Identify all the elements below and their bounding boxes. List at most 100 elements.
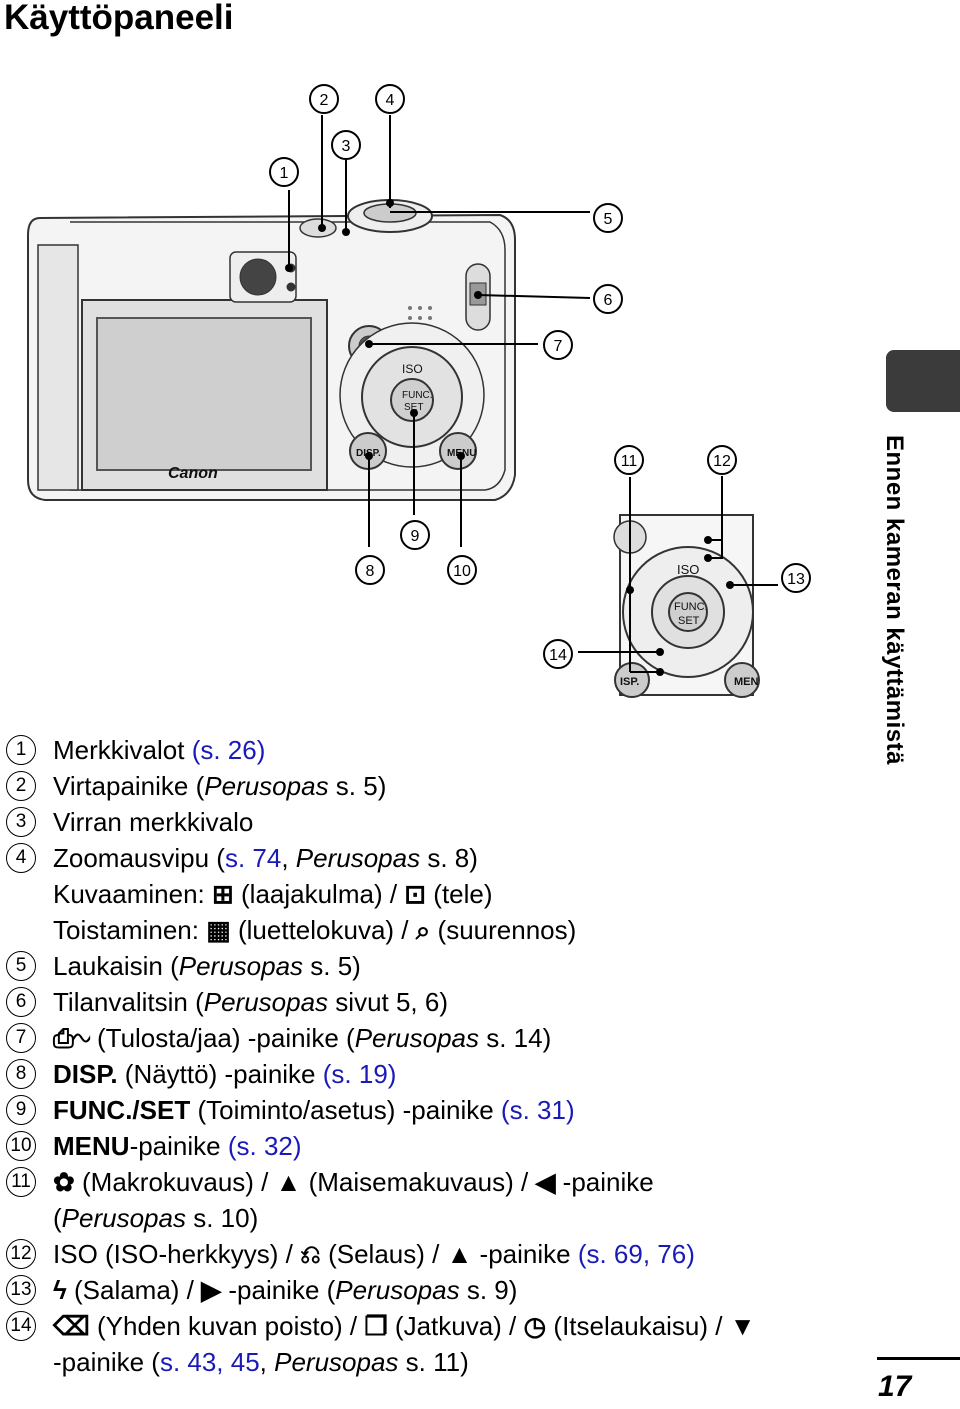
item-text: Zoomausvipu (s. 74, Perusopas s. 8) [53,840,478,876]
item-number-badge: 1 [6,735,36,765]
item-number-badge: 11 [6,1167,36,1197]
callout-numbers: 1 2 3 4 5 6 7 8 9 10 11 12 13 14 [269,84,811,669]
svg-text:2: 2 [320,92,329,109]
footer-rule [877,1357,960,1360]
item-text: ISO (ISO-herkkyys) / ⎌ (Selaus) / ▲ -pai… [53,1236,695,1272]
svg-text:ISO: ISO [402,362,423,376]
item-text: , [281,843,296,873]
item-text: s. 5) [328,771,387,801]
item-text: Tilanvalitsin (Perusopas sivut 5, 6) [53,984,448,1020]
item-text: s. 9) [459,1275,518,1305]
item-text: (ISO-herkkyys) / [97,1239,301,1269]
item-text: (tele) [426,879,493,909]
wide-angle-icon: ⊞ [211,879,234,909]
down-arrow-icon: ▼ [729,1311,756,1341]
item-text: -painike (s. 43, 45, Perusopas s. 11) [53,1344,469,1380]
item-text: (Toiminto/asetus) -painike [190,1095,501,1125]
page-link[interactable]: (s. 19) [322,1059,397,1089]
svg-text:11: 11 [621,453,638,470]
brand-logo: Canon [168,465,218,482]
item-number-badge: 2 [6,771,36,801]
item-text: Virran merkkivalo [53,807,254,837]
page-link[interactable]: s. 43, 45 [159,1347,260,1377]
item-text: FUNC./SET [53,1095,191,1125]
item-number-badge: 3 [6,807,36,837]
item-text: (Jatkuva) / [387,1311,524,1341]
item-text: Laukaisin ( [53,951,179,981]
flash-icon: ϟ [53,1275,67,1305]
item-text: MENU-painike (s. 32) [53,1128,302,1164]
macro-icon: ✿ [53,1167,75,1197]
svg-text:FUNC.: FUNC. [674,601,708,613]
camera-body [27,199,516,501]
jump-icon: ⎌ [300,1239,321,1269]
item-text: -painike [129,1131,228,1161]
svg-text:13: 13 [787,571,805,588]
camera-diagram: Canon ISO FUNC. SET DISP. MENU ISO FUNC.… [27,84,811,698]
item-text: Virtapainike ( [53,771,205,801]
page-title: Käyttöpaneeli [4,0,234,37]
item-text: s. 5) [303,951,361,981]
print-share-icon: ⎙∿ [53,1023,90,1053]
item-text: (Selaus) / [320,1239,447,1269]
leader-lines [288,115,778,673]
item-text: s. 8) [420,843,478,873]
inset-control-dial [613,514,760,698]
magnify-icon: ⌕ [415,915,431,945]
item-text: -painike ( [221,1275,336,1305]
item-number-badge: 10 [6,1131,36,1161]
page-link[interactable]: (s. 69, 76) [577,1239,695,1269]
item-number-badge: 12 [6,1239,36,1269]
item-text: Perusopas [335,1275,460,1305]
page-number: 17 [878,1370,912,1403]
svg-text:9: 9 [411,528,420,545]
page-link[interactable]: (s. 32) [227,1131,302,1161]
item-text: ( [53,1203,62,1233]
item-text: ✿ (Makrokuvaus) / ▲ (Maisemakuvaus) / ◀ … [53,1164,654,1200]
item-text: Kuvaaminen: [53,879,212,909]
item-text: Laukaisin (Perusopas s. 5) [53,948,361,984]
svg-text:5: 5 [604,211,613,228]
item-text: MENU [53,1131,130,1161]
item-number-badge: 13 [6,1275,36,1305]
svg-text:1: 1 [280,165,289,182]
landscape-icon: ▲ [275,1167,302,1197]
item-text: sivut 5, 6) [328,987,448,1017]
item-text: (Perusopas s. 10) [53,1200,258,1236]
delete-icon: ⌫ [53,1311,90,1341]
item-text: ⎙∿ (Tulosta/jaa) -painike (Perusopas s. … [53,1020,551,1056]
item-text: Kuvaaminen: ⊞ (laajakulma) / ⊡ (tele) [53,876,493,912]
self-timer-icon: ◷ [523,1311,547,1341]
item-text: -painike [472,1239,578,1269]
item-number-badge: 6 [6,987,36,1017]
item-text: s. 10) [185,1203,259,1233]
iso-icon: ISO [53,1239,98,1269]
item-text: Perusopas [204,771,329,801]
item-text: (laajakulma) / [233,879,405,909]
page-link[interactable]: s. 74 [224,843,282,873]
svg-text:10: 10 [453,563,471,580]
svg-text:14: 14 [549,647,567,664]
item-text: Merkkivalot [53,735,192,765]
item-text: Perusopas [61,1203,186,1233]
item-text: (luettelokuva) / [230,915,416,945]
item-text: Perusopas [178,951,304,981]
page-link[interactable]: (s. 31) [500,1095,575,1125]
svg-text:MEN: MEN [734,676,759,688]
item-text: (Salama) / [66,1275,202,1305]
svg-text:8: 8 [366,563,375,580]
item-text: Virran merkkivalo [53,804,253,840]
svg-text:SET: SET [404,402,423,413]
index-icon: ▦ [206,915,231,945]
item-text: ϟ (Salama) / ▶ -painike (Perusopas s. 9) [53,1272,517,1308]
item-number-badge: 8 [6,1059,36,1089]
item-number-badge: 7 [6,1023,36,1053]
item-text: Perusopas [274,1347,399,1377]
item-text: Toistaminen: [53,915,207,945]
item-text: (Itselaukaisu) / [546,1311,730,1341]
page-link[interactable]: (s. 26) [191,735,266,765]
item-text: (Yhden kuvan poisto) / [89,1311,365,1341]
left-arrow-icon: ◀ [535,1167,556,1197]
section-tab [886,350,960,412]
item-number-badge: 14 [6,1311,36,1341]
